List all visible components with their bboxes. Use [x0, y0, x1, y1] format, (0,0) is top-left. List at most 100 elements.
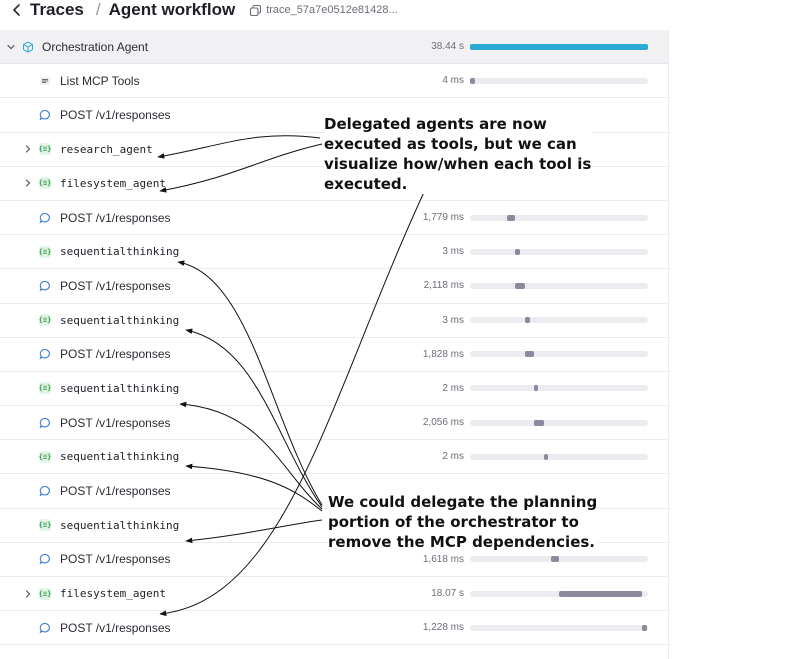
span-name: POST /v1/responses [60, 484, 171, 499]
span-duration: 4 ms [442, 75, 464, 87]
timeline-track [470, 624, 648, 631]
timeline-track [470, 317, 648, 324]
timeline-bar [525, 351, 535, 358]
span-row[interactable]: POST /v1/responses 1,828 ms [0, 338, 668, 372]
copy-icon[interactable] [249, 4, 262, 17]
timeline-track [470, 453, 648, 460]
span-name: sequentialthinking [60, 245, 180, 259]
annotation-bottom-line: portion of the orchestrator to [328, 513, 579, 531]
span-name: POST /v1/responses [60, 278, 171, 293]
chat-bubble-icon [39, 280, 51, 292]
span-name: sequentialthinking [60, 450, 180, 464]
annotation-top-line: Delegated agents are now [324, 115, 547, 133]
span-duration: 3 ms [442, 246, 464, 258]
chat-bubble-icon [39, 348, 51, 360]
breadcrumb-separator: / [95, 0, 101, 19]
chevron-left-icon[interactable] [10, 3, 24, 17]
span-name: filesystem_agent [60, 176, 166, 190]
timeline-bar [534, 419, 544, 426]
chat-bubble-icon [39, 109, 51, 121]
span-name: sequentialthinking [60, 518, 180, 532]
list-icon [39, 75, 51, 87]
span-duration: 1,228 ms [422, 622, 464, 634]
breadcrumb-traces-link[interactable]: Traces [30, 0, 84, 19]
span-row[interactable]: POST /v1/responses 1,779 ms [0, 201, 668, 236]
function-icon: {≡} [38, 314, 52, 327]
span-name: POST /v1/responses [60, 107, 171, 122]
function-icon: {≡} [38, 519, 52, 532]
span-name: POST /v1/responses [60, 210, 171, 225]
page-title: Agent workflow [108, 0, 236, 19]
timeline-track [470, 419, 648, 426]
annotation-top: Delegated agents are now executed as too… [324, 114, 592, 194]
timeline-track [470, 248, 648, 255]
timeline-track [470, 385, 648, 392]
timeline-track [470, 282, 648, 289]
chevron-right-icon[interactable] [23, 144, 33, 154]
span-row[interactable]: {≡} sequentialthinking 3 ms [0, 235, 668, 270]
function-icon: {≡} [38, 382, 52, 395]
span-duration: 18.07 s [431, 588, 464, 600]
annotation-top-line: executed as tools, but we can [324, 135, 577, 153]
span-row[interactable]: POST /v1/responses 1,228 ms [0, 611, 668, 646]
timeline-track [470, 556, 648, 563]
span-name: POST /v1/responses [60, 620, 171, 635]
span-duration: 2,056 ms [422, 417, 464, 429]
span-name: POST /v1/responses [60, 415, 171, 430]
timeline-bar [543, 453, 548, 460]
annotation-bottom-line: remove the MCP dependencies. [328, 533, 595, 551]
span-duration: 38.44 s [431, 41, 464, 53]
timeline-bar [470, 43, 648, 50]
span-duration: 1,828 ms [422, 348, 464, 360]
chevron-right-icon[interactable] [23, 589, 33, 599]
span-name: Orchestration Agent [42, 39, 149, 54]
breadcrumb-header: Traces / Agent workflow trace_57a7e0512e… [0, 0, 668, 20]
timeline-bar [525, 317, 530, 324]
span-name: POST /v1/responses [60, 552, 171, 567]
timeline-track [470, 351, 648, 358]
timeline-bar [515, 282, 526, 289]
agent-cube-icon [22, 41, 34, 53]
chevron-down-icon[interactable] [6, 42, 16, 52]
annotation-bottom-line: We could delegate the planning [328, 493, 598, 511]
timeline-track [470, 214, 648, 221]
chat-bubble-icon [39, 417, 51, 429]
chevron-right-icon[interactable] [23, 178, 33, 188]
span-name: POST /v1/responses [60, 347, 171, 362]
root-span-row[interactable]: Orchestration Agent 38.44 s [0, 30, 668, 65]
panel-divider [668, 30, 669, 659]
span-row[interactable]: {≡} filesystem_agent 18.07 s [0, 577, 668, 612]
span-duration: 2,118 ms [423, 280, 464, 292]
span-name: filesystem_agent [60, 587, 166, 601]
trace-id[interactable]: trace_57a7e0512e81428... [266, 4, 398, 16]
timeline-track [470, 77, 648, 84]
timeline-track [470, 43, 648, 50]
span-name: sequentialthinking [60, 313, 180, 327]
span-row[interactable]: POST /v1/responses 2,118 ms [0, 269, 668, 304]
chat-bubble-icon [39, 553, 51, 565]
annotation-top-line: visualize how/when each tool is [324, 155, 592, 173]
span-duration: 1,779 ms [422, 212, 464, 224]
span-duration: 2 ms [442, 451, 464, 463]
span-row[interactable]: POST /v1/responses 2,056 ms [0, 406, 668, 441]
timeline-track [470, 590, 648, 597]
span-name: sequentialthinking [60, 381, 180, 395]
timeline-bar [534, 385, 539, 392]
timeline-bar [641, 624, 648, 631]
function-icon: {≡} [38, 587, 52, 600]
function-icon: {≡} [38, 245, 52, 258]
span-name: research_agent [60, 142, 153, 156]
annotation-top-line: executed. [324, 175, 408, 193]
span-row[interactable]: {≡} sequentialthinking 2 ms [0, 372, 668, 407]
timeline-bar [550, 556, 559, 563]
function-icon: {≡} [38, 177, 52, 190]
span-duration: 1,618 ms [422, 553, 464, 565]
span-duration: 2 ms [442, 382, 464, 394]
timeline-bar [470, 77, 476, 84]
timeline-bar [515, 248, 520, 255]
chat-bubble-icon [39, 622, 51, 634]
timeline-bar [507, 214, 516, 221]
